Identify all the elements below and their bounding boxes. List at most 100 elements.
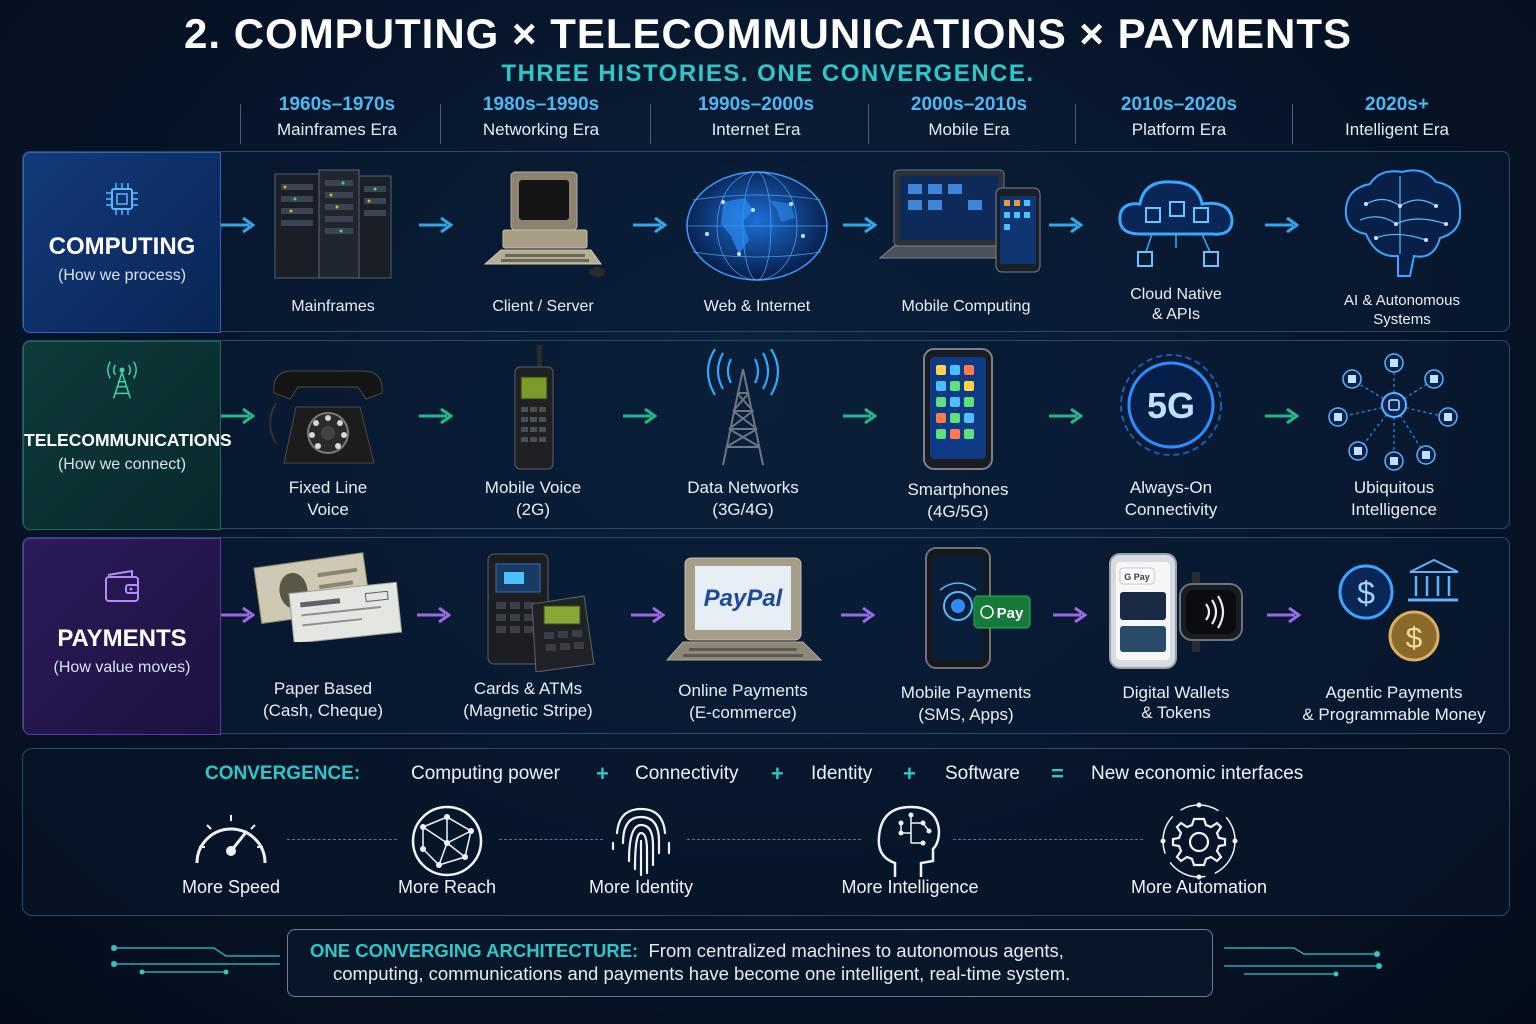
item-caption: Mainframes	[291, 298, 375, 315]
item-caption: Mobile Voice	[484, 478, 582, 497]
item-caption-line2: (4G/5G)	[927, 502, 989, 521]
row-title: PAYMENTS	[57, 625, 187, 652]
laptop-phone-icon	[878, 169, 1041, 273]
item-caption: Smartphones	[907, 480, 1009, 499]
arrow-right-icon	[419, 407, 453, 425]
item-client-server: Client / Server	[438, 152, 648, 331]
footer-callout: ONE CONVERGING ARCHITECTURE: From centra…	[287, 929, 1213, 997]
benefit-label: More Automation	[1130, 877, 1268, 897]
era-years: 2000s–2010s	[910, 94, 1028, 115]
5g-icon: 5G	[1120, 354, 1222, 456]
convergence-term: Software	[945, 763, 1020, 784]
item-mobile-payments: Pay Mobile Payments (SMS, Apps)	[866, 538, 1066, 733]
footer-line-2: computing, communications and payments h…	[333, 963, 1071, 984]
item-caption: Cards & ATMs	[473, 679, 583, 698]
item-caption: Web & Internet	[703, 298, 811, 315]
item-data-networks: Data Networks (3G/4G)	[638, 341, 848, 528]
arrow-right-icon	[1265, 216, 1299, 234]
convergence-panel: CONVERGENCE: Computing power + Connectiv…	[22, 748, 1510, 916]
cash-cheque-icon	[253, 552, 403, 642]
arrow-right-icon	[221, 606, 255, 624]
item-digital-wallets: G Pay Digital Wallets & Tokens	[1076, 538, 1276, 733]
cell-tower-icon	[706, 349, 780, 466]
svg-text:$: $	[1406, 622, 1423, 655]
paypal-logo: PayPal	[704, 585, 784, 612]
row-payments: PAYMENTS (How value moves) Paper Based (…	[22, 537, 1510, 735]
item-smartphones: Smartphones (4G/5G)	[858, 341, 1058, 528]
benefit-label: More Intelligence	[841, 877, 979, 897]
mobile-pay-icon: Pay	[925, 547, 1031, 669]
row-subtitle: (How we connect)	[57, 456, 187, 473]
speedometer-icon	[195, 815, 267, 864]
benefit-label: More Identity	[588, 877, 694, 897]
benefit-label: More Speed	[181, 877, 281, 897]
page-subtitle: THREE HISTORIES. ONE CONVERGENCE.	[501, 60, 1035, 87]
item-caption-line2: (2G)	[516, 500, 550, 519]
arrow-right-icon	[1049, 407, 1083, 425]
connected-devices-icon	[1328, 353, 1458, 471]
era-name: Mobile Era	[928, 120, 1010, 139]
convergence-term: Identity	[811, 763, 873, 784]
era-years: 1980s–1990s	[482, 94, 600, 115]
pay-badge-label: Pay	[997, 605, 1024, 622]
era-years: 2020s+	[1365, 94, 1429, 115]
arrow-right-icon	[843, 407, 877, 425]
benefit-label: More Reach	[397, 877, 497, 897]
item-web-internet: Web & Internet	[648, 152, 866, 331]
globe-network-icon	[686, 171, 828, 281]
svg-text:$: $	[1357, 575, 1375, 611]
item-caption: Mobile Payments	[900, 683, 1032, 702]
era-years: 2010s–2020s	[1120, 94, 1238, 115]
network-globe-icon	[411, 805, 483, 877]
equals-operator: =	[1051, 761, 1064, 786]
item-caption-line2: (SMS, Apps)	[918, 705, 1014, 724]
row-title: COMPUTING	[48, 233, 196, 260]
arrow-right-icon	[419, 216, 453, 234]
item-always-on: 5G Always-On Connectivity	[1071, 341, 1271, 528]
arrow-right-icon	[221, 407, 255, 425]
row-label-payments: PAYMENTS (How value moves)	[23, 538, 221, 735]
era-divider	[650, 104, 651, 144]
arrow-right-icon	[843, 216, 877, 234]
item-online-payments: PayPal Online Payments (E-commerce)	[638, 538, 848, 733]
item-agentic-payments: $ $ Agentic Payments & Programmable Mone…	[1294, 538, 1494, 733]
item-caption: Mobile Computing	[901, 298, 1031, 315]
era-internet: 1990s–2000s Internet Era	[648, 92, 864, 148]
arrow-right-icon	[417, 606, 451, 624]
item-paper-based: Paper Based (Cash, Cheque)	[228, 538, 418, 733]
item-ai-autonomous: AI & Autonomous Systems	[1294, 152, 1510, 331]
era-mobile: 2000s–2010s Mobile Era	[862, 92, 1076, 148]
footer-text: From centralized machines to autonomous …	[648, 940, 1064, 961]
item-caption-line2: Intelligence	[1350, 500, 1437, 519]
item-caption: Fixed Line	[288, 478, 368, 497]
era-divider	[1292, 104, 1293, 144]
row-subtitle: (How we process)	[57, 267, 187, 284]
row-subtitle: (How value moves)	[53, 659, 191, 676]
era-name: Intelligent Era	[1345, 120, 1449, 139]
era-name: Platform Era	[1131, 120, 1227, 139]
item-caption-line2: (Cash, Cheque)	[262, 701, 383, 720]
item-mainframes: Mainframes	[228, 152, 438, 331]
item-caption: Agentic Payments	[1325, 683, 1463, 702]
arrow-right-icon	[1267, 606, 1301, 624]
wallet-icon	[105, 569, 139, 602]
item-fixed-line-voice: Fixed Line Voice	[228, 341, 428, 528]
dashed-connector	[687, 839, 861, 840]
arrow-right-icon	[633, 216, 667, 234]
plus-operator: +	[903, 761, 916, 786]
item-mobile-computing: Mobile Computing	[866, 152, 1066, 331]
item-caption: Client / Server	[492, 298, 594, 315]
convergence-label: CONVERGENCE:	[205, 763, 361, 784]
item-mobile-voice: Mobile Voice (2G)	[428, 341, 638, 528]
dashed-connector	[499, 839, 603, 840]
circuit-lines-left-icon	[111, 945, 280, 975]
coins-bank-icon: $ $	[1338, 558, 1459, 662]
convergence-term: Computing power	[411, 763, 560, 784]
dashed-connector	[953, 839, 1143, 840]
era-name: Internet Era	[711, 120, 801, 139]
item-caption: Paper Based	[273, 679, 373, 698]
plus-operator: +	[596, 761, 609, 786]
gear-automation-icon	[1160, 802, 1238, 880]
era-platform: 2010s–2020s Platform Era	[1072, 92, 1286, 148]
era-intelligent: 2020s+ Intelligent Era	[1290, 92, 1504, 148]
